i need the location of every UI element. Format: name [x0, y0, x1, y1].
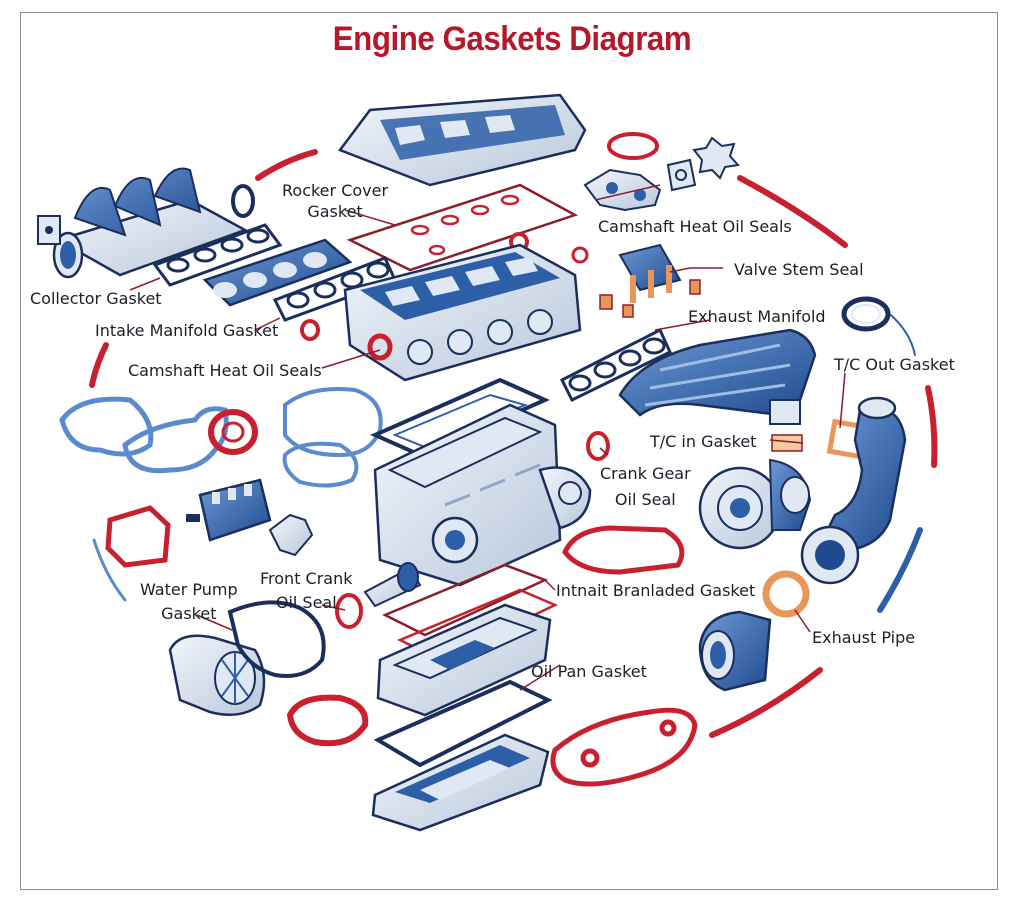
- diagram-title: Engine Gaskets Diagram: [332, 20, 692, 58]
- camshaft-seal-head: [367, 333, 393, 361]
- head-gasket: [370, 377, 550, 458]
- leader-lines: [129, 184, 846, 691]
- arc-segment-right-blue: [877, 527, 923, 613]
- oil-cooler-gasket: [286, 694, 369, 747]
- exhaust-pipe-flange: [698, 610, 772, 692]
- timing-cover-gasket: [59, 396, 229, 474]
- camshaft-bracket: [583, 158, 697, 212]
- collector-gasket: [152, 223, 283, 287]
- arc-segment-left: [89, 342, 109, 388]
- engine-block: [373, 403, 592, 587]
- crank-sensor-bracket: [268, 513, 314, 557]
- intake-runners: [202, 238, 353, 307]
- crank-gear-oil-seal: [586, 431, 610, 461]
- collector-seal-ring: [231, 184, 255, 218]
- label-collector-gasket: Collector Gasket: [30, 289, 162, 308]
- rocker-cover-gasket: [346, 183, 579, 272]
- label-front-crank-oil-seal: Front Crank Oil Seal: [260, 567, 353, 615]
- water-pump-seal-red: [208, 409, 258, 455]
- valve-stem-seals: [599, 243, 701, 318]
- arc-segment-right: [925, 385, 938, 468]
- label-intake-manifold-gasket: Intake Manifold Gasket: [95, 321, 279, 340]
- rocker-cover-gasket-holes: [410, 194, 520, 256]
- thermostat-gasket-red: [105, 505, 171, 568]
- label-front-crank-oil-seal-text: Front Crank Oil Seal: [260, 569, 353, 612]
- arc-segment-left-blue: [92, 538, 127, 602]
- label-valve-stem-seal: Valve Stem Seal: [734, 260, 864, 279]
- oil-pump-housing: [186, 478, 272, 542]
- exhaust-flange-gasket-red: [550, 707, 698, 787]
- front-crank-oil-seal: [335, 593, 363, 629]
- label-camshaft-heat-oil-seals-left: Camshaft Heat Oil Seals: [128, 361, 322, 380]
- oil-sump: [376, 603, 552, 717]
- intnait-branladed-gasket-part: [562, 525, 685, 575]
- label-exhaust-manifold: Exhaust Manifold: [688, 307, 826, 326]
- camshaft-seal-small-left: [300, 319, 320, 341]
- water-pump-gasket: [227, 600, 326, 678]
- label-rocker-cover-gasket: Rocker Cover Gasket: [282, 180, 388, 222]
- camshaft-seal-top: [607, 132, 659, 160]
- front-cover-gasket: [282, 387, 383, 488]
- label-tc-out-gasket: T/C Out Gasket: [834, 355, 955, 374]
- label-tc-in-gasket: T/C in Gasket: [650, 432, 757, 451]
- tc-out-ring: [841, 296, 891, 332]
- exhaust-manifold: [618, 328, 817, 425]
- crankshaft-snout: [363, 562, 422, 608]
- oil-pan-gasket: [373, 679, 553, 768]
- surrounding-arc-segments: [89, 149, 938, 738]
- label-oil-pan-gasket: Oil Pan Gasket: [531, 662, 647, 681]
- collector-intake-plenum: [37, 167, 249, 279]
- exhaust-manifold-gasket: [559, 327, 672, 403]
- arc-segment-bottom-right: [709, 667, 823, 738]
- arc-segment-top-right: [737, 175, 848, 248]
- arc-segment-top-left: [255, 149, 318, 181]
- label-crank-gear-oil-seal-text: Crank Gear Oil Seal: [600, 464, 691, 509]
- label-water-pump-gasket: Water Pump Gasket: [140, 578, 238, 626]
- lower-oil-pan: [371, 733, 550, 832]
- label-water-pump-gasket-text: Water Pump Gasket: [140, 580, 238, 623]
- turbo-outlet-pipe: [800, 396, 907, 585]
- water-pump: [168, 634, 266, 717]
- label-camshaft-heat-oil-seals-top: Camshaft Heat Oil Seals: [598, 217, 792, 236]
- rocker-cover: [338, 93, 587, 187]
- cylinder-head: [343, 243, 582, 382]
- label-rocker-cover-gasket-text: Rocker Cover Gasket: [282, 181, 389, 221]
- turbocharger: [698, 458, 812, 550]
- label-intnait-branladed-gasket: Intnait Branladed Gasket: [556, 581, 756, 600]
- star-gasket-top: [692, 136, 740, 180]
- seal-small-top: [571, 246, 589, 264]
- exhaust-pipe-gasket: [762, 570, 810, 618]
- label-exhaust-pipe: Exhaust Pipe: [812, 628, 916, 647]
- label-crank-gear-oil-seal: Crank Gear Oil Seal: [600, 461, 691, 513]
